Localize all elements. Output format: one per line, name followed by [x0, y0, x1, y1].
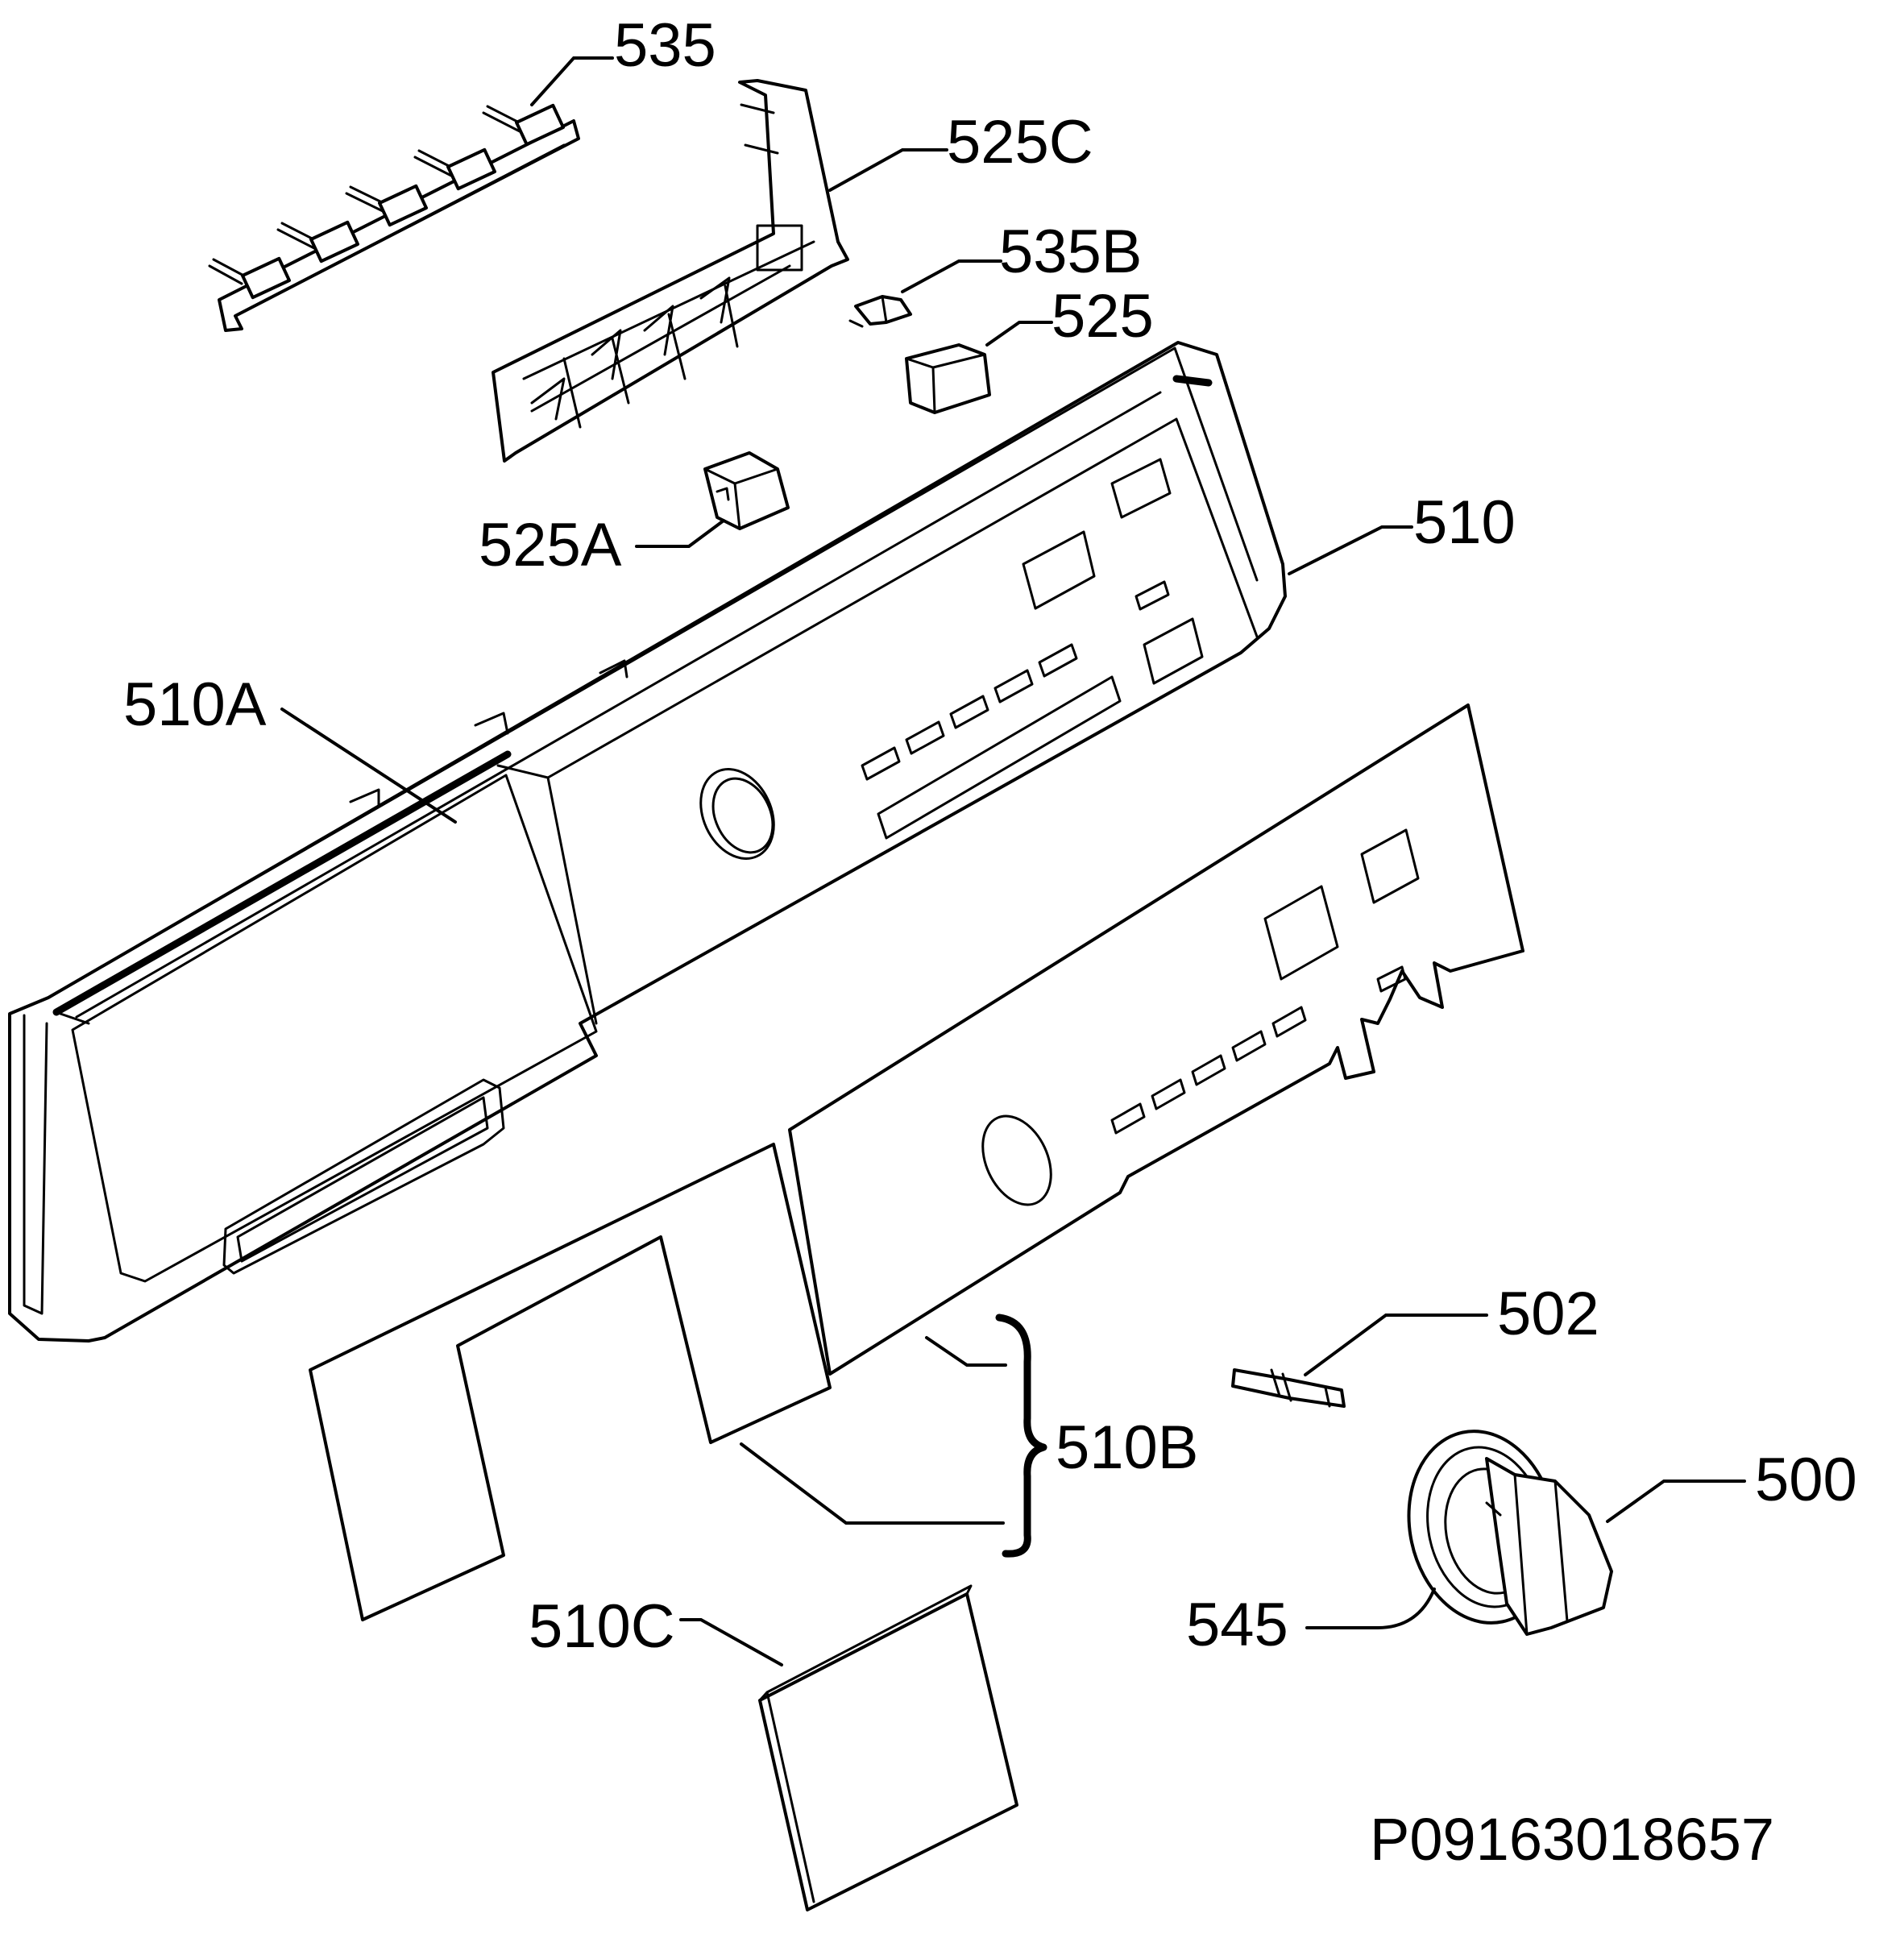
- label-500: 500: [1755, 1446, 1857, 1514]
- label-525C: 525C: [947, 108, 1093, 176]
- leader-510C: [679, 1618, 783, 1666]
- leader-525C: [828, 148, 948, 192]
- part-500-knob: [1485, 1457, 1613, 1636]
- leader-535B: [901, 259, 1002, 293]
- part-535-switch-strip: [208, 103, 580, 332]
- drawing-number: P09163018657: [1370, 1806, 1774, 1873]
- leader-500: [1606, 1480, 1746, 1523]
- label-535B: 535B: [999, 218, 1143, 286]
- part-525C-button-frame: [492, 79, 849, 463]
- leader-525: [985, 321, 1053, 347]
- label-510B: 510B: [1056, 1413, 1199, 1482]
- leader-502: [1304, 1314, 1488, 1376]
- leader-525A: [635, 519, 725, 548]
- leader-545: [1305, 1587, 1436, 1629]
- part-510B-decal-set: [309, 703, 1524, 1621]
- part-502-pin: [1231, 1368, 1346, 1408]
- label-510C: 510C: [529, 1592, 675, 1661]
- brace-510B: [995, 1314, 1047, 1558]
- label-525A: 525A: [479, 511, 622, 579]
- leader-535: [530, 56, 614, 106]
- label-510: 510: [1413, 488, 1516, 557]
- label-535: 535: [614, 11, 716, 80]
- leader-510A: [280, 708, 457, 824]
- label-525: 525: [1052, 282, 1154, 351]
- label-510A: 510A: [123, 670, 267, 739]
- leader-510B-lower: [740, 1442, 1005, 1525]
- part-510-control-panel: [8, 341, 1287, 1343]
- leader-510B-upper: [925, 1336, 1007, 1367]
- part-510C-plate: [758, 1584, 1018, 1911]
- label-502: 502: [1497, 1280, 1599, 1348]
- part-525-push-button: [905, 343, 991, 414]
- part-535B-light-guide: [848, 295, 912, 328]
- part-525A-selector-cap: [703, 451, 790, 530]
- leader-510: [1288, 525, 1413, 575]
- label-545: 545: [1186, 1591, 1288, 1659]
